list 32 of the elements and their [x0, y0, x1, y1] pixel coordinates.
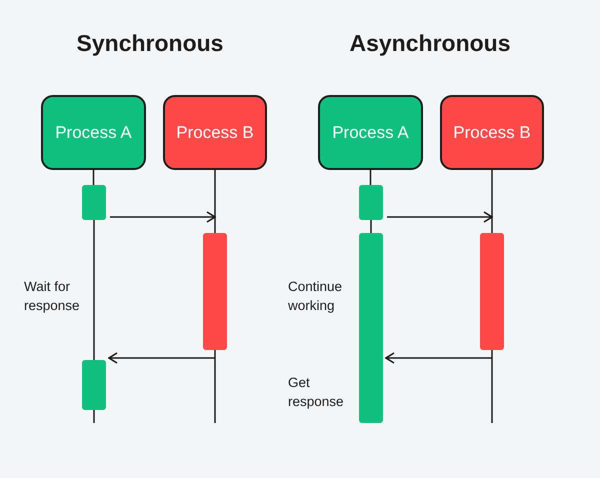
annotation: Wait for response — [24, 278, 81, 315]
activation-bar — [359, 233, 383, 423]
lifeline — [491, 350, 493, 423]
lifeline — [491, 170, 493, 233]
process-box — [318, 95, 423, 170]
message-arrow — [387, 211, 493, 223]
process-box — [163, 95, 267, 170]
annotation: Get response — [288, 374, 345, 411]
activation-bar — [203, 233, 227, 350]
heading: Synchronous — [76, 30, 224, 57]
process-label: Process B — [176, 122, 254, 142]
activation-bar — [480, 233, 504, 350]
process-label: Process A — [55, 122, 132, 142]
process-label: Process A — [332, 122, 409, 142]
lifeline — [370, 220, 372, 233]
heading: Asynchronous — [348, 30, 512, 57]
activation-bar — [82, 185, 106, 220]
lifeline — [92, 170, 94, 185]
annotation: Continue working — [288, 278, 344, 315]
process-label: Process B — [453, 122, 531, 142]
lifeline — [214, 170, 216, 233]
lifeline — [93, 410, 95, 423]
process-box — [41, 95, 146, 170]
lifeline — [370, 170, 372, 185]
activation-bar — [82, 360, 106, 410]
process-box — [440, 95, 544, 170]
message-arrow — [385, 352, 492, 364]
lifeline — [93, 220, 95, 360]
message-arrow — [110, 211, 216, 223]
message-arrow — [108, 352, 215, 364]
activation-bar — [359, 185, 383, 220]
lifeline — [214, 350, 216, 423]
